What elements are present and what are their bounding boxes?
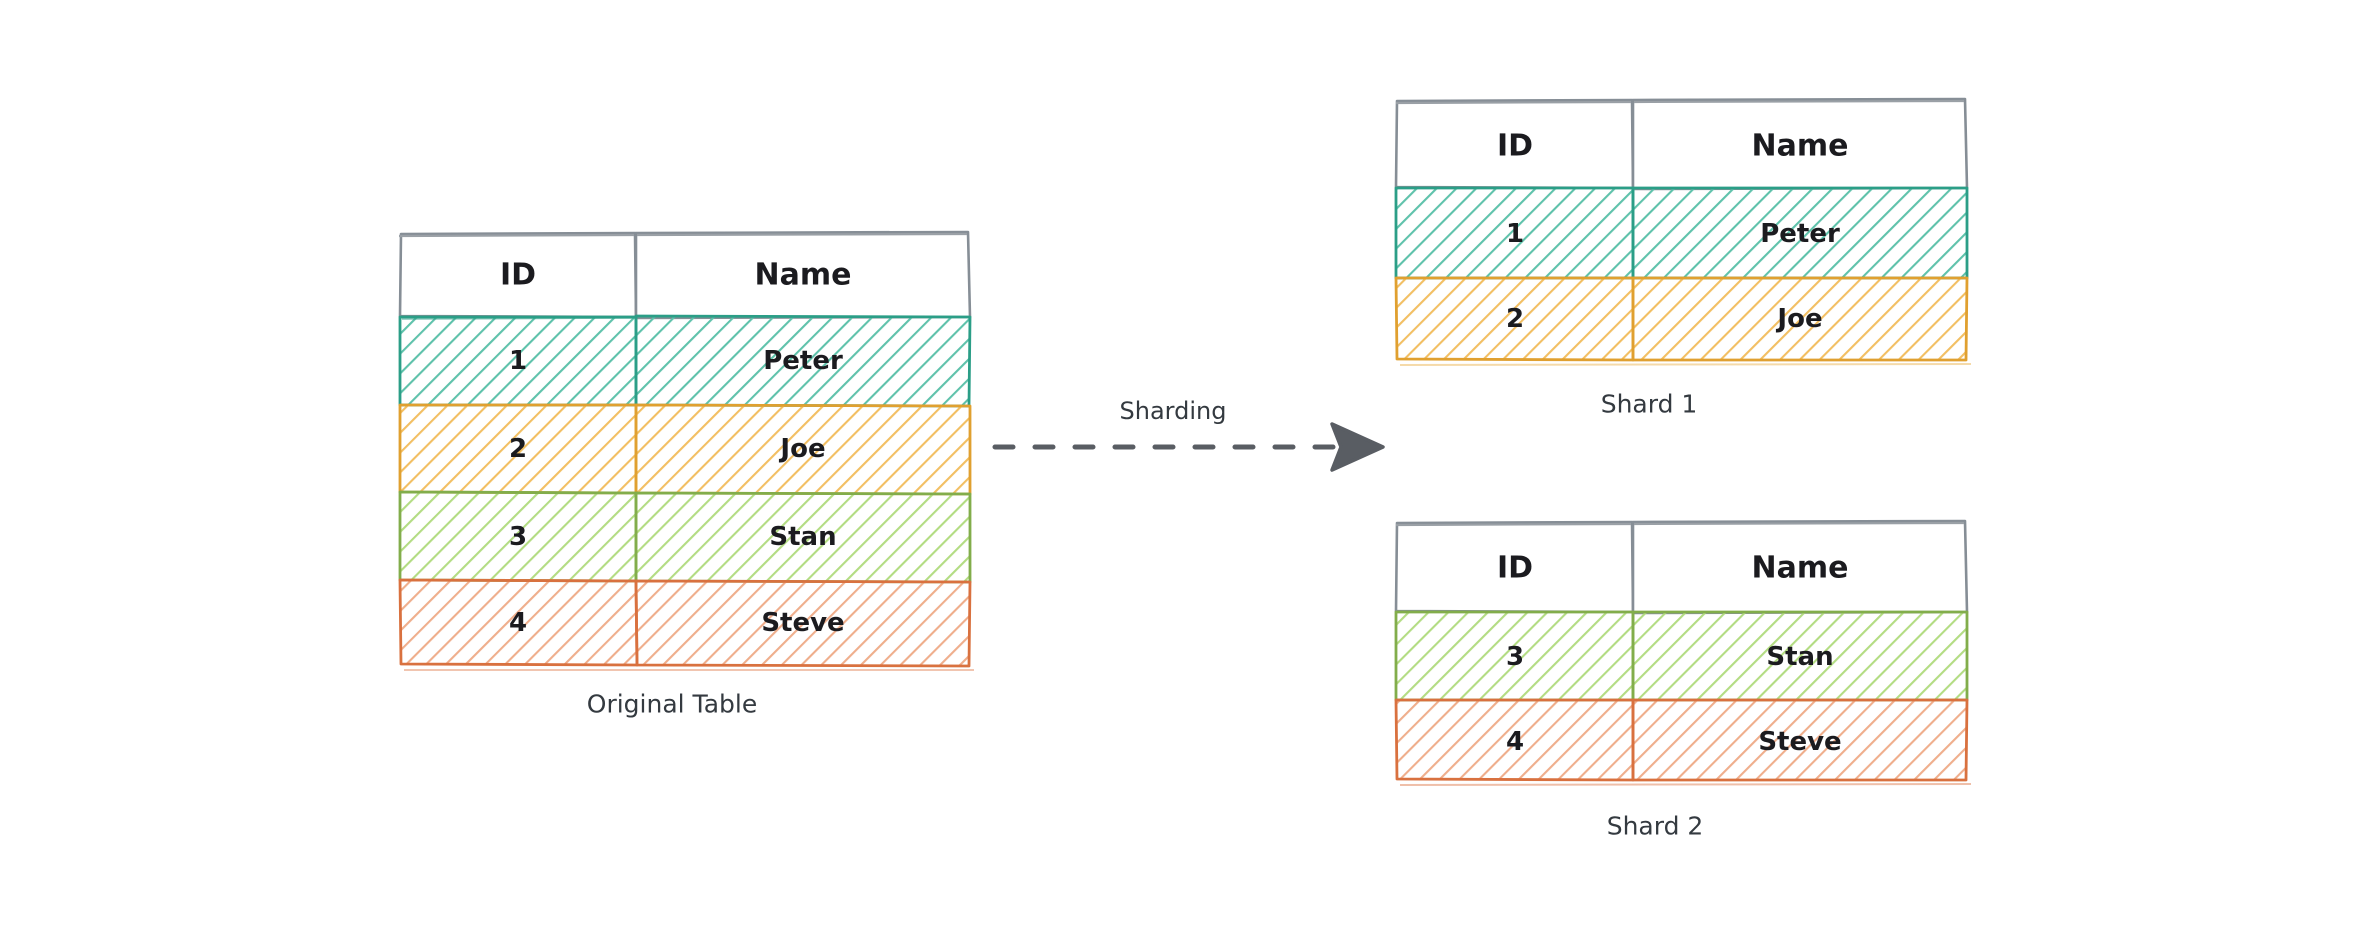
original-table-caption: Original Table	[586, 689, 758, 719]
shard1-header-name: Name	[1751, 128, 1849, 164]
original-cell-name-4: Steve	[761, 608, 845, 638]
shard2-caption: Shard 2	[1606, 811, 1704, 841]
original-cell-name-3: Stan	[769, 522, 837, 552]
shard2-cell-name-1: Stan	[1766, 642, 1834, 672]
shard2-cell-id-1: 3	[1505, 642, 1525, 672]
original-cell-id-3: 3	[508, 522, 528, 552]
original-cell-id-2: 2	[508, 434, 528, 464]
shard2-header-id: ID	[1496, 550, 1534, 586]
shard1-cell-id-1: 1	[1505, 219, 1525, 249]
shard1-cell-id-2: 2	[1505, 304, 1525, 334]
shard2-cell-name-2: Steve	[1758, 727, 1842, 757]
original-cell-name-2: Joe	[780, 434, 826, 464]
original-cell-name-1: Peter	[763, 346, 843, 376]
original-header-name: Name	[754, 257, 852, 293]
shard2-cell-id-2: 4	[1505, 727, 1525, 757]
original-cell-id-4: 4	[508, 608, 528, 638]
shard1-cell-name-2: Joe	[1777, 304, 1823, 334]
shard1-cell-name-1: Peter	[1760, 219, 1840, 249]
shard2-header-name: Name	[1751, 550, 1849, 586]
shard1-caption: Shard 1	[1600, 389, 1698, 419]
sharding-arrow-label: Sharding	[1119, 397, 1227, 425]
shard1-header-id: ID	[1496, 128, 1534, 164]
original-cell-id-1: 1	[508, 346, 528, 376]
original-header-id: ID	[499, 257, 537, 293]
